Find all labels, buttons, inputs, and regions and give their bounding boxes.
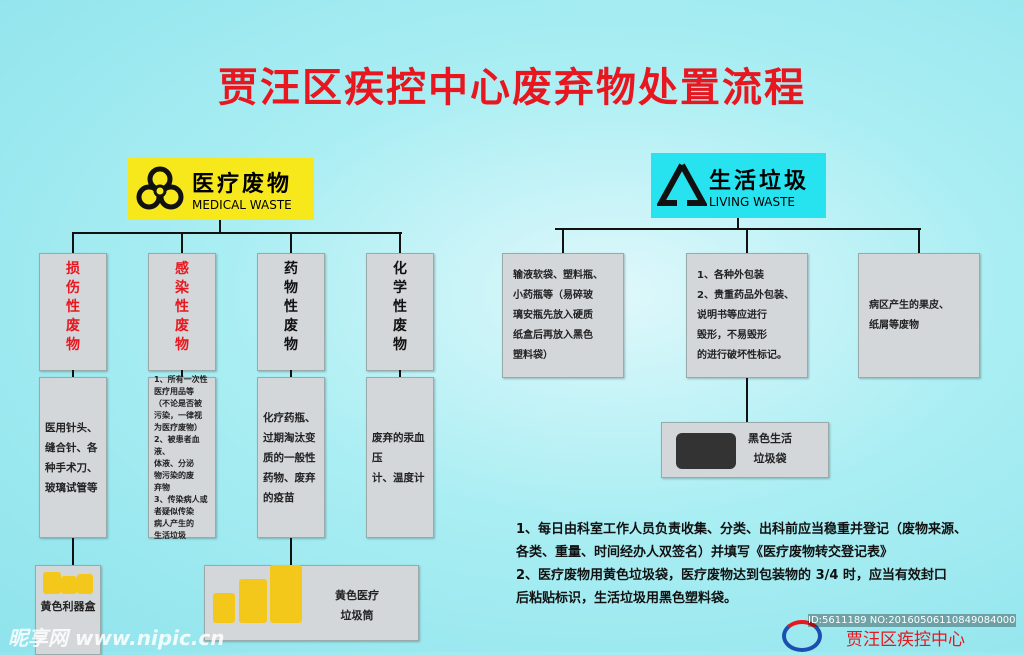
category-detail-box: 废弃的汞血压计、温度计 <box>366 377 434 538</box>
bin-label-2: 垃圾筒 <box>340 609 374 622</box>
watermark: 昵享网 www.nipic.cn <box>8 626 225 650</box>
detail-line: 弃物 <box>154 482 170 492</box>
sharps-box-label: 黄色利器盒 <box>40 600 96 613</box>
detail-line: 的疫苗 <box>263 491 295 504</box>
detail-line: 玻璃试管等 <box>45 481 98 494</box>
detail-line: 废弃的汞血压 <box>372 431 425 464</box>
living-label-en: LIVING WASTE <box>709 194 796 209</box>
living-item-line: 塑料袋） <box>513 349 553 361</box>
bag-label-1: 黑色生活 <box>748 432 792 445</box>
note-line: 2、医疗废物用黄色垃圾袋，医疗废物达到包装物的 3/4 时，应当有效封口 <box>516 568 947 583</box>
recycle-icon <box>657 163 707 206</box>
detail-line: 缝合针、各 <box>45 441 98 454</box>
detail-line: 医疗用品等 <box>154 386 194 396</box>
living-item-line: 毁形，不易毁形 <box>697 329 767 341</box>
org-name: 贾汪区疾控中心 <box>846 630 965 650</box>
living-item-box: 病区产生的果皮、纸屑等废物 <box>858 253 980 378</box>
id-text: ID:5611189 NO:20160506110849084000 <box>808 614 1016 627</box>
living-item-line: 的进行破坏性标记。 <box>697 349 787 361</box>
detail-line: 种手术刀、 <box>45 461 98 474</box>
living-item-line: 2、贵重药品外包装、 <box>697 289 794 301</box>
living-label-cn: 生活垃圾 <box>709 168 810 194</box>
living-item-line: 输液软袋、塑料瓶、 <box>513 269 603 281</box>
detail-line: 药物、废弃 <box>263 471 316 484</box>
living-item-line: 璃安瓶先放入硬质 <box>513 309 593 321</box>
detail-line: 计、温度计 <box>372 471 425 484</box>
category-box: 药物性废物 <box>257 253 325 371</box>
living-item-box: 1、各种外包装 2、贵重药品外包装、说明书等应进行毁形，不易毁形的进行破坏性标记。 <box>686 253 808 378</box>
detail-line: （不论是否被 <box>154 398 202 408</box>
living-item-line: 小药瓶等（易碎玻 <box>513 289 593 301</box>
notes: 1、每日由科室工作人员负责收集、分类、出科前应当稳重并登记（废物来源、 各类、重… <box>516 518 996 610</box>
category-box: 损伤性废物 <box>39 253 107 371</box>
category-box: 化学性废物 <box>366 253 434 371</box>
category-name: 化学性废物 <box>393 261 407 353</box>
detail-line: 病人产生的 <box>154 518 194 528</box>
bag-label-2: 垃圾袋 <box>753 452 787 465</box>
detail-line: 过期淘汰变 <box>263 431 316 444</box>
detail-line: 2、被患者血液、 <box>154 434 200 456</box>
category-name: 感染性废物 <box>175 261 189 353</box>
black-bag-panel: 黑色生活垃圾袋 <box>661 422 829 478</box>
detail-line: 生活垃圾 <box>154 530 186 540</box>
living-item-line: 纸屑等废物 <box>869 319 919 331</box>
medical-waste-label: 医疗废物 MEDICAL WASTE <box>128 158 314 220</box>
category-name: 损伤性废物 <box>66 261 80 353</box>
category-detail-box: 1、所有一次性医疗用品等 （不论是否被污染，一律视为医疗废物） 2、被患者血液、体液… <box>148 374 216 540</box>
sharps-box-panel: 黄色利器盒 <box>35 565 101 655</box>
page-title: 贾汪区疾控中心废弃物处置流程 <box>218 65 806 111</box>
category-name: 药物性废物 <box>284 261 298 353</box>
detail-line: 物污染的废 <box>154 470 194 480</box>
living-waste-label: 生活垃圾 LIVING WASTE <box>651 153 826 218</box>
detail-line: 医用针头、 <box>45 421 98 434</box>
living-item-line: 1、各种外包装 <box>697 269 764 281</box>
note-line: 1、每日由科室工作人员负责收集、分类、出科前应当稳重并登记（废物来源、 <box>516 522 968 537</box>
org-logo <box>782 620 822 652</box>
detail-line: 污染，一律视 <box>154 410 202 420</box>
medical-label-cn: 医疗废物 <box>192 172 293 197</box>
bin-label-1: 黄色医疗 <box>335 589 379 602</box>
living-item-line: 纸盒后再放入黑色 <box>513 329 593 341</box>
living-item-box: 输液软袋、塑料瓶、小药瓶等（易碎玻璃安瓶先放入硬质纸盒后再放入黑色塑料袋） <box>502 253 624 378</box>
detail-line: 为医疗废物） <box>154 422 202 432</box>
note-line: 后粘贴标识，生活垃圾用黑色塑料袋。 <box>516 591 738 606</box>
detail-line: 3、传染病人或 <box>154 494 208 504</box>
yellow-bin-panel: 黄色医疗垃圾筒 <box>204 565 419 641</box>
living-item-line: 说明书等应进行 <box>697 309 767 321</box>
living-item-line: 病区产生的果皮、 <box>869 299 949 311</box>
detail-line: 质的一般性 <box>263 451 316 464</box>
category-detail-box: 化疗药瓶、过期淘汰变质的一般性药物、废弃的疫苗 <box>257 377 325 538</box>
biohazard-icon <box>136 166 184 210</box>
note-line: 各类、重量、时间经办人双签名）并填写《医疗废物转交登记表》 <box>516 545 894 560</box>
category-detail-box: 医用针头、缝合针、各种手术刀、玻璃试管等 <box>39 377 107 538</box>
detail-line: 化疗药瓶、 <box>263 411 316 424</box>
detail-line: 1、所有一次性 <box>154 374 208 384</box>
detail-line: 者疑似传染 <box>154 506 194 516</box>
medical-label-en: MEDICAL WASTE <box>192 198 292 212</box>
category-box: 感染性废物 <box>148 253 216 371</box>
detail-line: 体液、分泌 <box>154 458 194 468</box>
